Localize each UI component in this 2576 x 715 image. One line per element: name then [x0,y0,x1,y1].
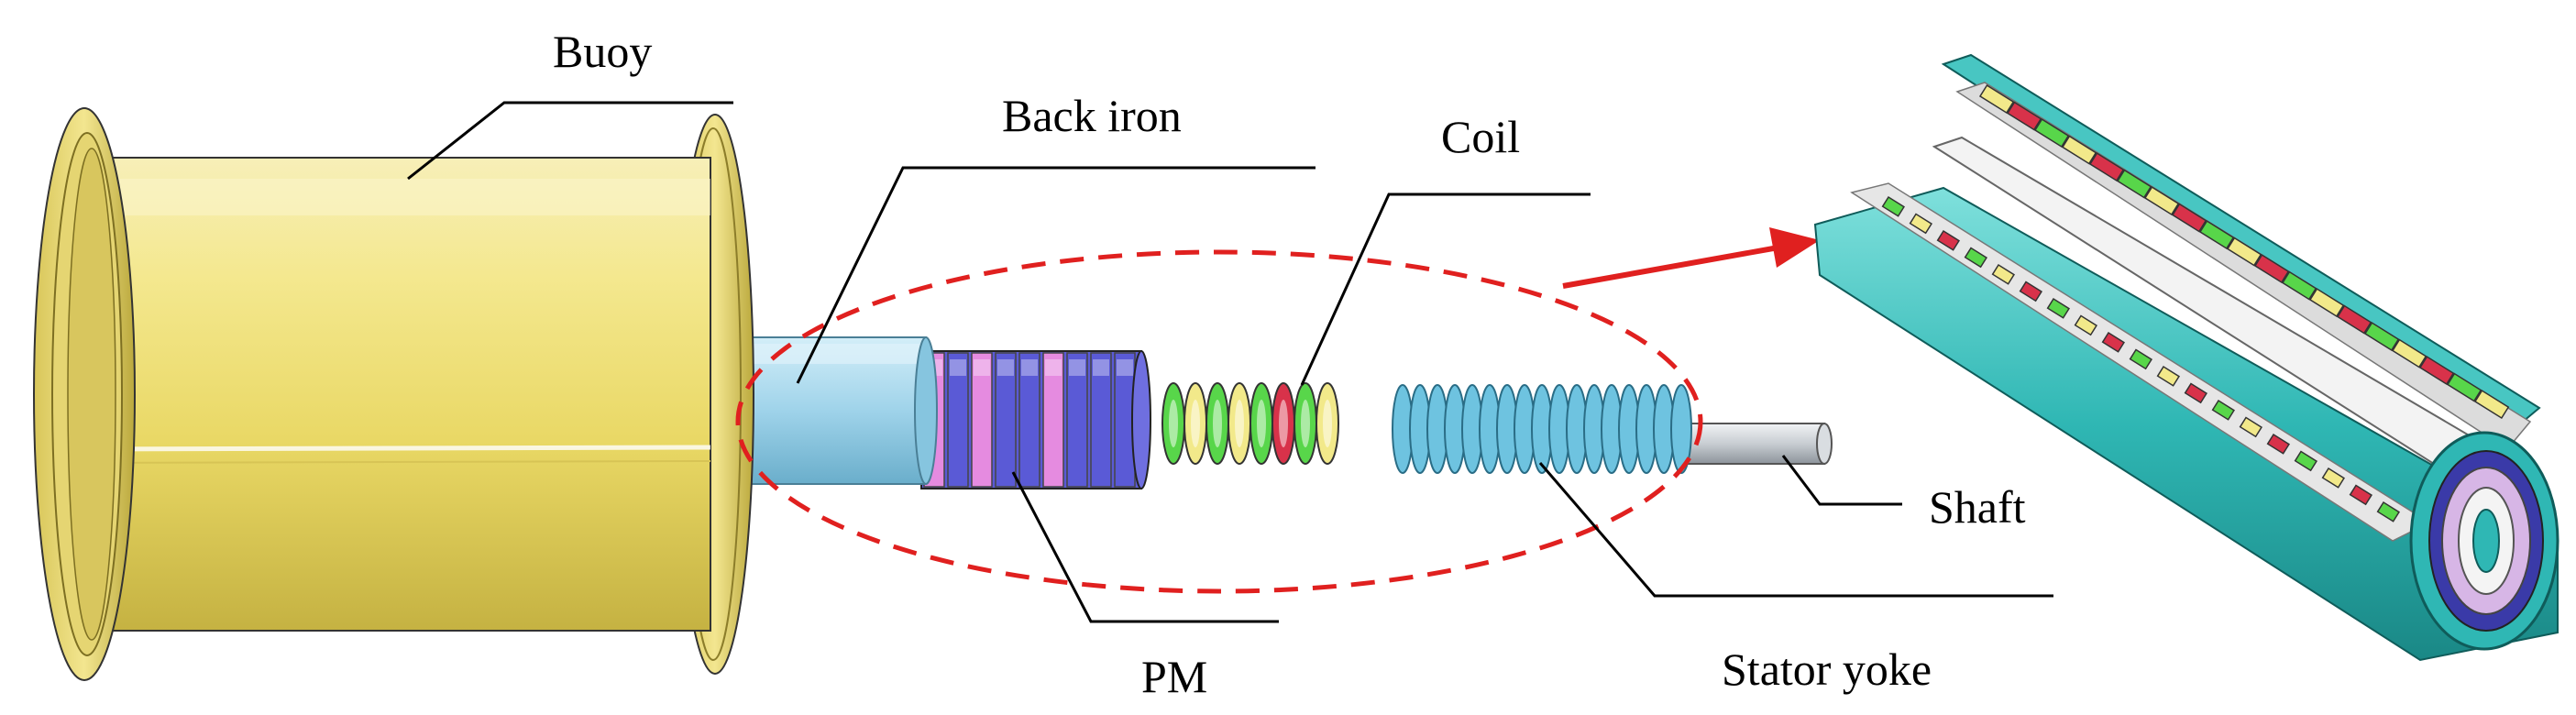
pm-leader [1011,471,1279,623]
cutaway-coil [2266,433,2290,455]
pm-segment [1018,352,1040,488]
pm-segment [1066,352,1088,488]
cutaway-coil [2033,118,2070,148]
cutaway-coil [2211,399,2235,421]
buoy-leader [407,101,733,181]
cutaway-coil [2061,135,2097,165]
cutaway-coil [2281,270,2317,301]
buoy [33,107,754,681]
cutaway-coil [2473,390,2510,420]
cutaway-coil [2129,348,2152,370]
cutaway-coil [2116,169,2152,199]
cutaway-coil [2184,382,2207,404]
pm-segment [1042,352,1064,488]
shaft [1686,423,1833,465]
cutaway-coil [1909,213,1932,235]
stator-yoke-label: Stator yoke [1722,644,1932,695]
cutaway-coil [2239,416,2262,438]
stator-yoke-leader [1538,462,2053,598]
cutaway-coil [2349,484,2372,506]
cutaway-coil [2308,288,2345,318]
cutaway-coil [2253,254,2290,284]
coil-leader [1300,192,1591,386]
stator-yoke [1392,384,1692,474]
cutaway-coil [2019,280,2042,302]
cutaway-coil [2143,186,2180,216]
stator-ring [1670,384,1692,474]
leader-lines [407,101,2053,623]
pm-segment [995,352,1017,488]
pm-label: PM [1141,651,1207,702]
back-iron [732,336,938,485]
cutaway-coil [2046,297,2070,319]
cutaway-coil [2006,101,2042,131]
cutaway-coil [2226,236,2262,267]
buoy-label: Buoy [553,26,652,77]
cutaway-view [1813,53,2559,662]
pm-stack [920,350,1151,490]
coil-label: Coil [1441,111,1520,162]
pm-segment [971,352,993,488]
cutaway-coil [2336,304,2372,335]
cutaway-coil [2363,322,2400,352]
cutaway-coil [2156,365,2180,387]
cutaway-coil [2171,203,2207,233]
cutaway-coil [2418,356,2455,386]
cutaway-coil [1881,195,1905,217]
cutaway-coil [1978,84,2015,115]
cutaway-coil [2101,331,2125,353]
cutaway-coil [2376,500,2400,522]
cutaway-coil [2074,314,2097,336]
shaft-label: Shaft [1929,481,2026,533]
cutaway-coil [2294,450,2317,472]
cutaway-coil [2088,152,2125,182]
pm-segment [1090,352,1112,488]
back-iron-leader [796,166,1316,384]
coil-assembly [1161,382,1339,465]
shaft-leader [1781,455,1902,506]
pm-segment [947,352,969,488]
back-iron-label: Back iron [1002,90,1182,141]
cutaway-coil [1964,247,1987,269]
cutaway-coil [1991,263,2015,285]
highlight-ellipse [735,249,1703,594]
cutaway-coil [1936,229,1960,251]
cutaway-coil [2321,467,2345,489]
cutaway-coil [2446,372,2482,402]
zoom-arrow [1562,227,1820,289]
cutaway-coil [2391,338,2427,368]
cutaway-coil [2198,220,2235,250]
